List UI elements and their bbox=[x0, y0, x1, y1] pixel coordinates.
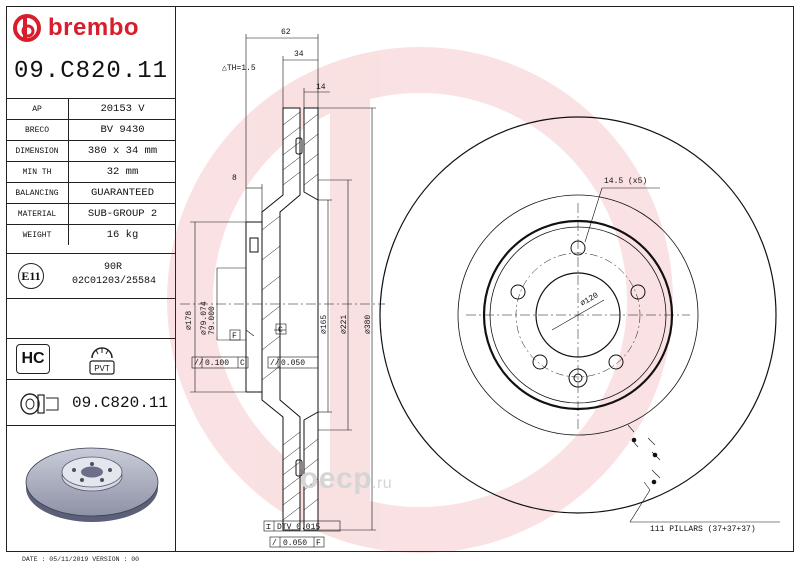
spec-key: MATERIAL bbox=[6, 203, 69, 225]
spec-value: 20153 V bbox=[68, 98, 176, 120]
dia-380-value: 380 bbox=[364, 315, 373, 330]
brand-logo: brembo bbox=[12, 10, 139, 46]
pillars-detail bbox=[627, 424, 780, 523]
watermark-suffix: .ru bbox=[372, 475, 393, 492]
front-view bbox=[379, 116, 777, 514]
spec-value: 380 x 34 mm bbox=[68, 140, 176, 162]
dia-165-value: 165 bbox=[320, 315, 329, 330]
e11-mark: E11 bbox=[18, 263, 44, 289]
dia-380: ⌀380 bbox=[364, 315, 373, 334]
spec-key: MIN TH bbox=[6, 161, 69, 183]
spec-value: 32 mm bbox=[68, 161, 176, 183]
sheet-border bbox=[6, 6, 794, 552]
dimension-lines bbox=[190, 34, 376, 548]
dia-178-value: 178 bbox=[185, 311, 194, 326]
thickness-variation-value: TH=1.5 bbox=[227, 64, 256, 73]
dim-8: 8 bbox=[232, 174, 237, 183]
flatness-symbol: / bbox=[272, 539, 277, 548]
pvt-badge-icon: PVT bbox=[89, 347, 115, 375]
brembo-watermark-icon bbox=[167, 47, 673, 553]
spec-value: 16 kg bbox=[68, 224, 176, 245]
spec-key: WEIGHT bbox=[6, 224, 69, 245]
dtv-symbol: ⌶ bbox=[266, 523, 271, 532]
dim-62: 62 bbox=[281, 28, 291, 37]
dia-79-074-value: 79.074 bbox=[200, 301, 209, 330]
approval-number: 02C01203/25584 bbox=[72, 276, 157, 287]
info-column bbox=[6, 6, 176, 552]
runout-symbol: // bbox=[194, 359, 204, 368]
dia-178: ⌀178 bbox=[185, 311, 194, 330]
dia-221-value: 221 bbox=[340, 315, 349, 330]
flatness-ref: F bbox=[316, 539, 321, 548]
cross-section-view bbox=[180, 107, 385, 531]
dia-79-074: ⌀79.074 bbox=[200, 301, 209, 335]
hc-badge: HC bbox=[16, 344, 50, 374]
pillars-note: 111 PILLARS (37+37+37) bbox=[650, 525, 756, 534]
bolt-hole bbox=[532, 354, 548, 370]
pvt-label: PVT bbox=[94, 364, 110, 373]
certification-block: E11 90R 02C01203/25584 bbox=[6, 253, 176, 299]
dia-221: ⌀221 bbox=[340, 315, 349, 334]
bolt-hole bbox=[608, 354, 624, 370]
regulation-label: 90R bbox=[104, 262, 123, 273]
flatness-tolerance: 0.050 bbox=[283, 539, 307, 548]
bolt-hole bbox=[630, 284, 646, 300]
dtv-tolerance: DTV 0.015 bbox=[277, 523, 320, 532]
footer-date-version: DATE : 05/11/2019 VERSION : 00 bbox=[22, 556, 140, 563]
dia-79-000: 79.000 bbox=[208, 306, 217, 335]
spec-key: BRECO bbox=[6, 119, 69, 141]
datum-f-label: F bbox=[232, 332, 237, 341]
section-hatch bbox=[261, 111, 319, 521]
part-number-title: 09.C820.11 bbox=[14, 58, 169, 85]
badges-block: HC PVT bbox=[6, 338, 176, 380]
brand-name: brembo bbox=[48, 14, 140, 41]
spec-key: AP bbox=[6, 98, 69, 120]
datum-c-label: C bbox=[278, 326, 283, 335]
tolerance-left: 0.100 bbox=[205, 359, 229, 368]
tolerance-right: 0.050 bbox=[281, 359, 305, 368]
dia-165: ⌀165 bbox=[320, 315, 329, 334]
part-number-row: 09.C820.11 bbox=[6, 380, 176, 426]
part-number-secondary: 09.C820.11 bbox=[72, 394, 169, 412]
disc-section-icon bbox=[20, 393, 59, 415]
spec-key: DIMENSION bbox=[6, 140, 69, 162]
thickness-variation: △TH=1.5 bbox=[222, 64, 256, 73]
oecp-watermark: oecp.ru bbox=[300, 462, 392, 496]
runout-symbol-right: // bbox=[270, 359, 280, 368]
pcd-label: ⌀120 bbox=[579, 291, 600, 309]
brembo-logo-icon bbox=[13, 14, 41, 42]
spec-key: BALANCING bbox=[6, 182, 69, 204]
dim-14: 14 bbox=[316, 83, 326, 92]
dim-34: 34 bbox=[294, 50, 304, 59]
disc-3d-render bbox=[25, 447, 159, 522]
bolt-hole-callout: 14.5 (x5) bbox=[604, 177, 647, 186]
tolerance-left-ref: C bbox=[240, 359, 245, 368]
spec-value: SUB-GROUP 2 bbox=[68, 203, 176, 225]
watermark-main: oecp bbox=[300, 462, 373, 495]
bolt-hole bbox=[510, 284, 526, 300]
spec-value: GUARANTEED bbox=[68, 182, 176, 204]
spec-value: BV 9430 bbox=[68, 119, 176, 141]
